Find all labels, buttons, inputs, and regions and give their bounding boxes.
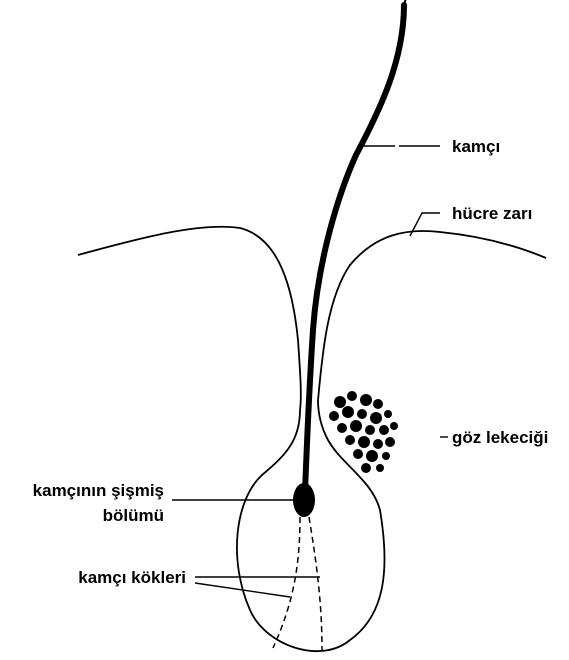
leader-membrane	[410, 213, 440, 236]
label-swollen-part-line1: kamçının şişmiş	[33, 481, 164, 500]
flagellum-root-left	[273, 517, 300, 648]
cell-membrane-left	[78, 227, 301, 410]
label-eyespot: göz lekeciği	[452, 428, 548, 447]
eyespot-granules	[329, 391, 398, 473]
leader-roots	[195, 577, 320, 597]
label-flagellar-roots: kamçı kökleri	[78, 568, 186, 587]
label-cell-membrane: hücre zarı	[452, 204, 532, 223]
cell-membrane-right	[318, 231, 546, 400]
label-swollen-part-line2: bölümü	[103, 506, 164, 525]
flagellum-root-right	[309, 517, 322, 650]
label-flagellum: kamçı	[452, 137, 500, 156]
